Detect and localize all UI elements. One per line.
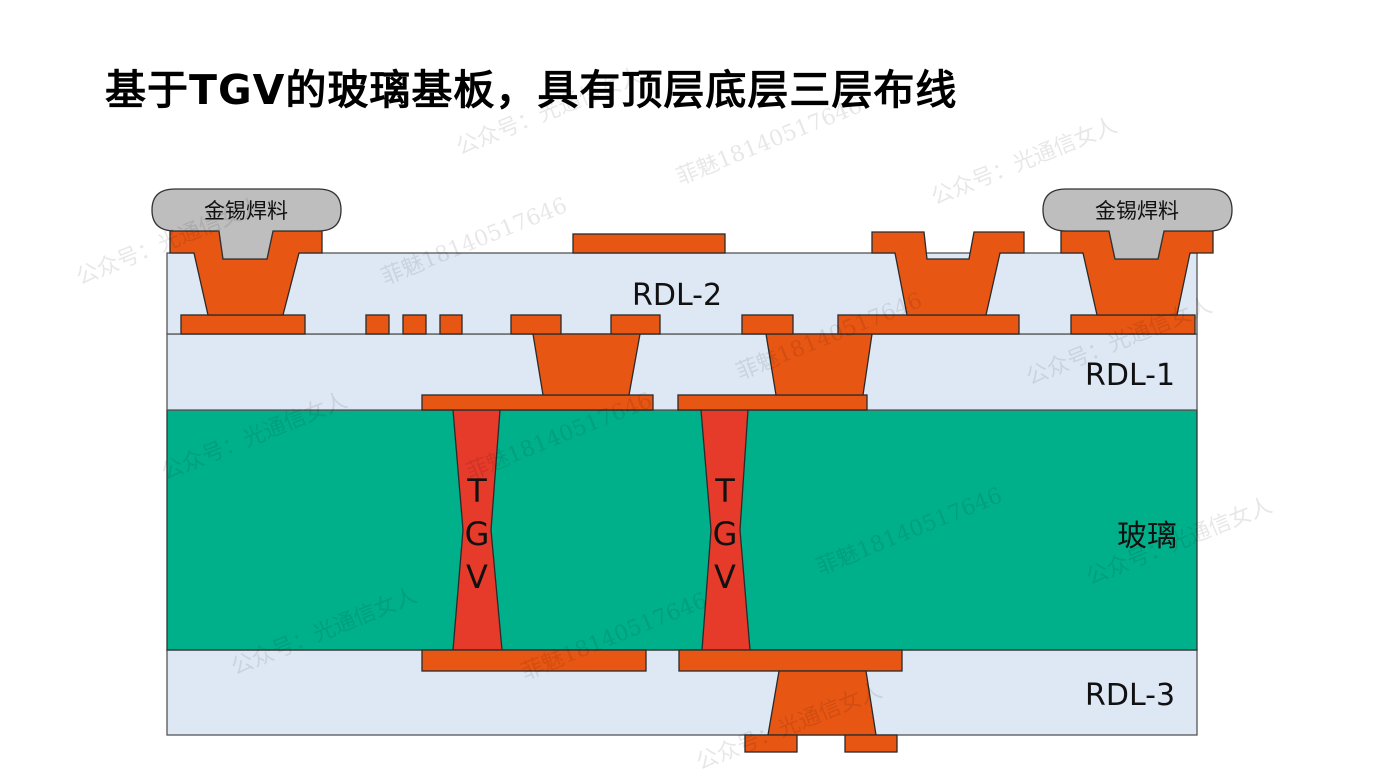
tgv-label-right-g: G: [713, 515, 738, 553]
rdl1-via-left: [532, 333, 641, 396]
tgv-label-left-t: T: [466, 472, 487, 510]
rdl1-pad-right: [677, 394, 868, 411]
tgv-label-left-v: V: [466, 558, 488, 596]
bottom-pad-left: [744, 734, 798, 753]
bottom-pad-right: [844, 734, 898, 753]
rdl2-pad: [741, 314, 794, 335]
rdl3-pad-left: [421, 649, 647, 672]
rdl1-pad-left: [421, 394, 654, 411]
rdl2-pad: [510, 314, 562, 335]
top-pad-middle: [572, 233, 726, 254]
rdl1-via-right: [765, 333, 873, 396]
rdl1-label: RDL-1: [1085, 358, 1175, 393]
watermark: 公众号：光通信女人: [453, 63, 646, 160]
glass-label: 玻璃: [1117, 519, 1177, 554]
top-bump-pad-center-right: [871, 231, 1025, 316]
tgv-label-right-v: V: [714, 558, 736, 596]
solder-label-left: 金锡焊料: [204, 199, 288, 223]
rdl3-label: RDL-3: [1085, 678, 1175, 713]
solder-bump-left: [151, 188, 342, 260]
rdl2-trace: [439, 314, 463, 335]
rdl2-trace: [402, 314, 427, 335]
rdl2-label: RDL-2: [632, 278, 722, 313]
rdl2-pad: [610, 314, 661, 335]
watermark: 菲魅18140517646: [673, 93, 866, 190]
tgv-label-right-t: T: [714, 472, 735, 510]
rdl2-trace: [365, 314, 390, 335]
rdl2-layer: [166, 252, 1198, 335]
slide-title: 基于TGV的玻璃基板，具有顶层底层三层布线: [105, 66, 958, 114]
solder-label-right: 金锡焊料: [1095, 199, 1179, 223]
tgv-label-left-g: G: [465, 515, 490, 553]
rdl3-pad-right: [678, 649, 903, 672]
rdl2-pad: [180, 314, 306, 335]
solder-bump-right: [1042, 188, 1233, 260]
